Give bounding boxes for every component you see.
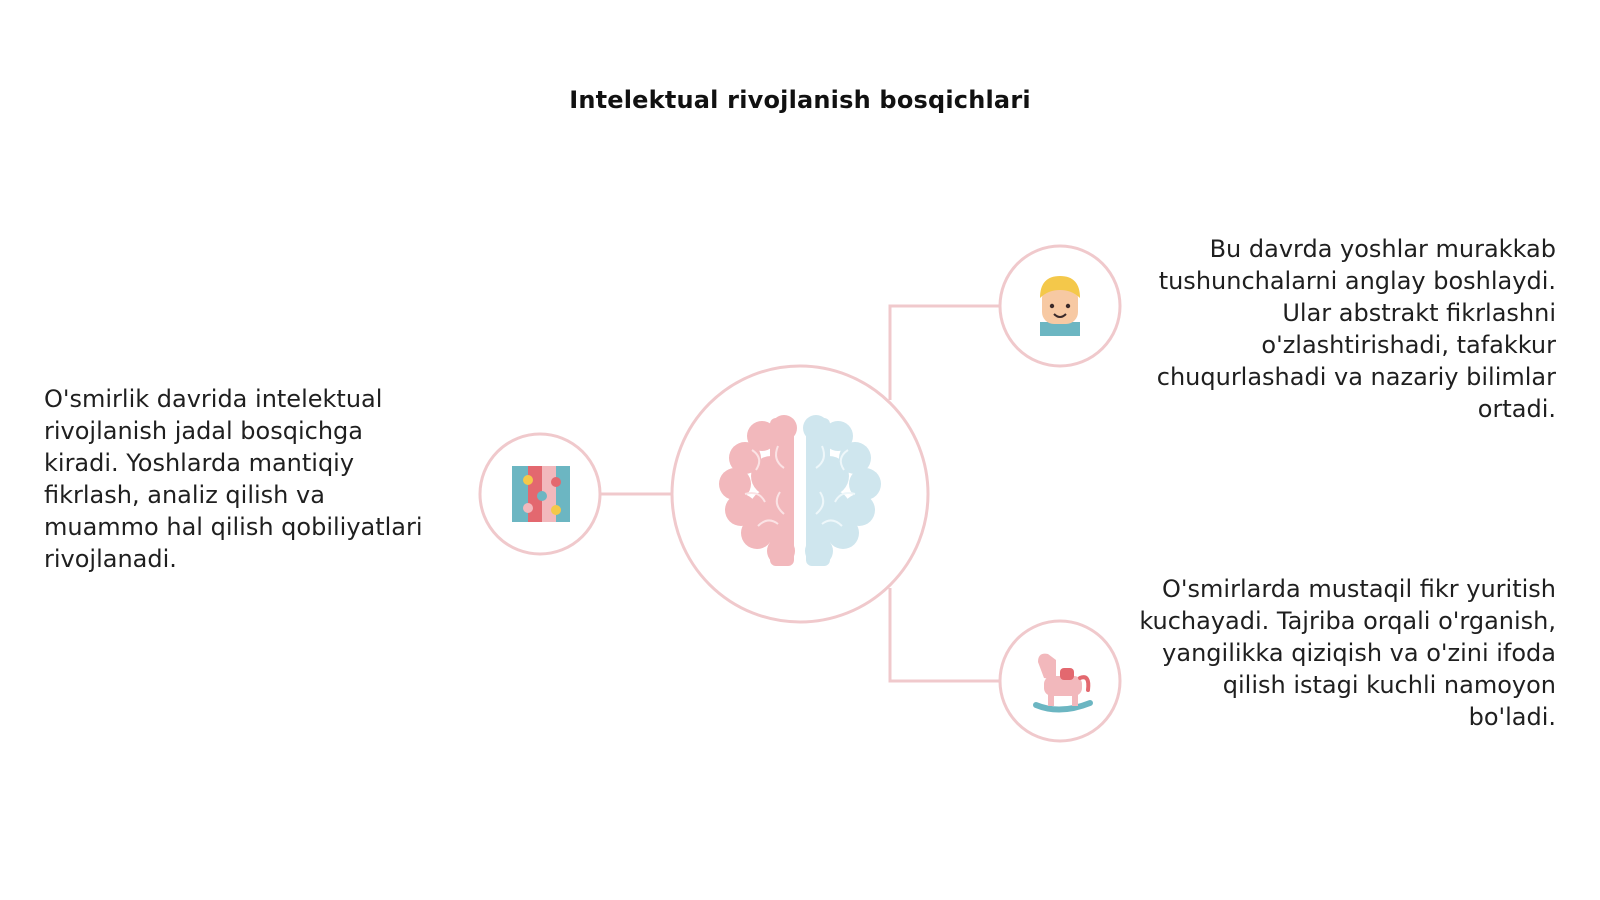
connector-top-right bbox=[888, 304, 999, 400]
top-right-node bbox=[998, 244, 1122, 368]
child-face-icon bbox=[1040, 276, 1080, 336]
text-block-bottom-right: O'smirlarda mustaqil fikr yuritish kucha… bbox=[1139, 575, 1556, 731]
connector-lines bbox=[600, 304, 999, 683]
rocking-horse-icon bbox=[1033, 653, 1093, 713]
puzzle-icon bbox=[512, 466, 570, 522]
bottom-right-node bbox=[998, 619, 1122, 743]
brain-icon bbox=[719, 415, 881, 570]
page-title: Intelektual rivojlanish bosqichlari bbox=[569, 86, 1031, 114]
center-node bbox=[670, 364, 930, 624]
text-block-left: O'smirlik davrida intelektual rivojlanis… bbox=[44, 385, 423, 573]
connector-bottom-right bbox=[888, 588, 999, 683]
left-node bbox=[478, 432, 602, 556]
text-block-top-right: Bu davrda yoshlar murakkab tushunchalarn… bbox=[1156, 235, 1556, 423]
